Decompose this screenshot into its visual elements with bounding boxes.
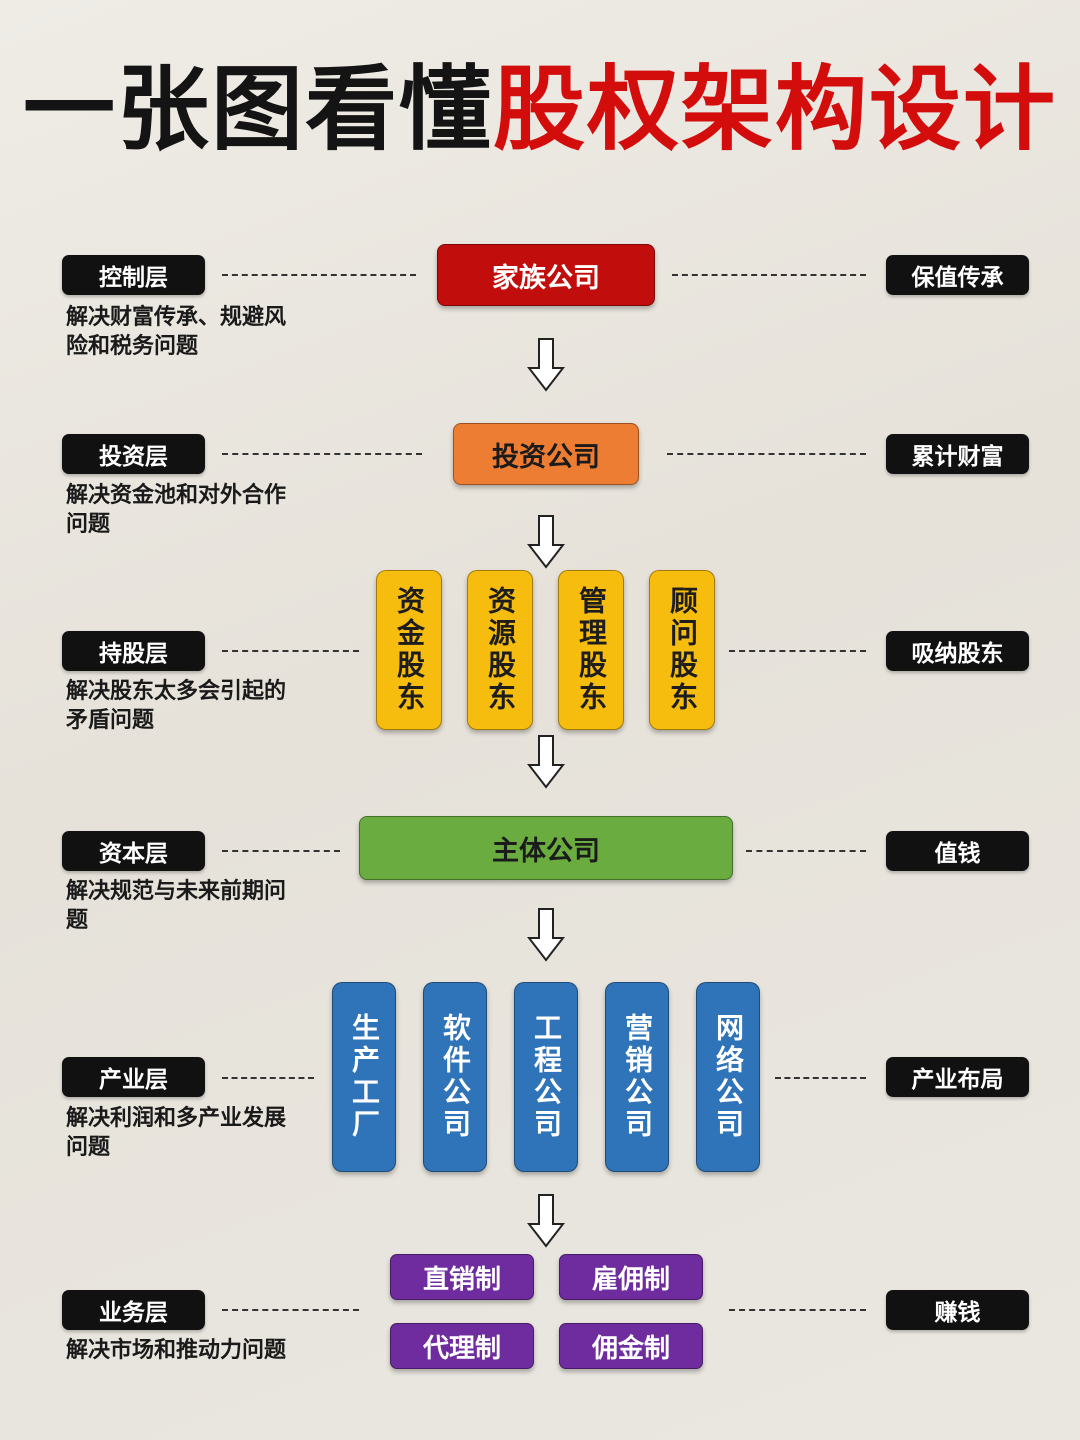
connector-dash	[672, 274, 866, 276]
layer-desc-control: 解决财富传承、规避风险和税务问题	[66, 305, 287, 359]
node-main-company: 主体公司	[359, 816, 733, 880]
connector-dash	[222, 1309, 359, 1311]
node-advisor-shareholder: 顾问股东	[649, 570, 715, 730]
layer-desc-industry: 解决利润和多产业发展问题	[66, 1106, 287, 1160]
layer-value-capital: 值钱	[886, 831, 1029, 871]
layer-value-control: 保值传承	[886, 255, 1029, 295]
connector-dash	[222, 1077, 314, 1079]
layer-value-holding: 吸纳股东	[886, 631, 1029, 671]
layer-value-industry: 产业布局	[886, 1057, 1029, 1097]
connector-dash	[746, 850, 866, 852]
title-part-2: 股权架构设计	[493, 56, 1058, 163]
down-arrow-icon	[527, 735, 565, 789]
connector-dash	[729, 1309, 866, 1311]
layer-desc-business: 解决市场和推动力问题	[66, 1338, 287, 1363]
connector-dash	[729, 650, 866, 652]
node-investment-company: 投资公司	[453, 423, 639, 485]
down-arrow-icon	[527, 1194, 565, 1248]
connector-dash	[775, 1077, 866, 1079]
layer-desc-holding: 解决股东太多会引起的矛盾问题	[66, 679, 287, 733]
down-arrow-icon	[527, 515, 565, 569]
layer-desc-capital: 解决规范与未来前期问题	[66, 879, 287, 933]
page-title: 一张图看懂股权架构设计	[0, 55, 1080, 165]
node-production-factory: 生产工厂	[332, 982, 396, 1172]
node-employment: 雇佣制	[559, 1254, 703, 1300]
layer-desc-investment: 解决资金池和对外合作问题	[66, 483, 287, 537]
node-network-company: 网络公司	[696, 982, 760, 1172]
node-marketing-company: 营销公司	[605, 982, 669, 1172]
connector-dash	[222, 850, 340, 852]
node-engineering-company: 工程公司	[514, 982, 578, 1172]
node-family-company: 家族公司	[437, 244, 655, 306]
layer-label-industry: 产业层	[62, 1057, 205, 1097]
node-commission: 佣金制	[559, 1323, 703, 1369]
layer-label-holding: 持股层	[62, 631, 205, 671]
node-resource-shareholder: 资源股东	[467, 570, 533, 730]
down-arrow-icon	[527, 338, 565, 392]
down-arrow-icon	[527, 908, 565, 962]
node-management-shareholder: 管理股东	[558, 570, 624, 730]
layer-label-control: 控制层	[62, 255, 205, 295]
layer-label-business: 业务层	[62, 1290, 205, 1330]
layer-label-capital: 资本层	[62, 831, 205, 871]
node-agency: 代理制	[390, 1323, 534, 1369]
node-software-company: 软件公司	[423, 982, 487, 1172]
layer-label-investment: 投资层	[62, 434, 205, 474]
connector-dash	[222, 453, 422, 455]
layer-value-business: 赚钱	[886, 1290, 1029, 1330]
connector-dash	[667, 453, 866, 455]
title-part-1: 一张图看懂	[22, 56, 493, 163]
node-direct-sales: 直销制	[390, 1254, 534, 1300]
layer-value-investment: 累计财富	[886, 434, 1029, 474]
node-capital-shareholder: 资金股东	[376, 570, 442, 730]
connector-dash	[222, 650, 359, 652]
connector-dash	[222, 274, 416, 276]
